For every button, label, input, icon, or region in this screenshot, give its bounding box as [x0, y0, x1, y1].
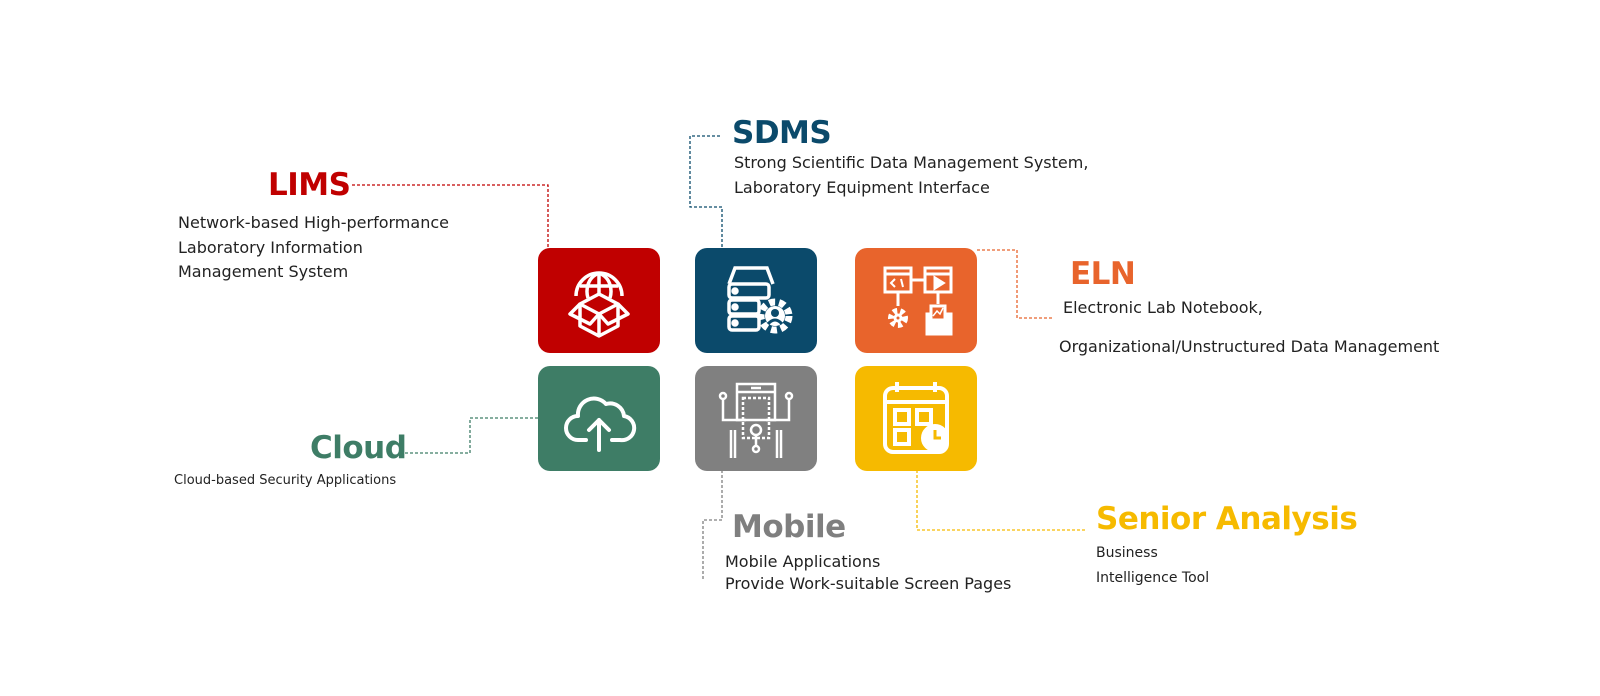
lims-desc-line: Network-based High-performance [178, 213, 449, 232]
globe-box-icon [568, 270, 630, 338]
eln-connector [977, 249, 1052, 319]
server-gear-icon [727, 265, 793, 333]
eln-desc-line: Organizational/Unstructured Data Managem… [1059, 336, 1440, 356]
senior-analysis-title: Senior Analysis [1096, 501, 1358, 537]
workflow-icon [883, 266, 953, 335]
mobile-desc-line: Provide Work-suitable Screen Pages [725, 574, 1012, 593]
eln-tile [855, 248, 977, 353]
lims-desc-line: Management System [178, 262, 349, 281]
mobile-connector [702, 470, 723, 580]
lims-description: Network-based High-performance Laborator… [178, 211, 449, 285]
senior-connector [916, 470, 1085, 531]
lims-title: LIMS [268, 167, 351, 203]
calendar-dashboard-icon [883, 381, 949, 454]
mobile-description: Mobile Applications Provide Work-suitabl… [725, 551, 1011, 595]
cloud-tile [538, 366, 660, 471]
lims-tile [538, 248, 660, 353]
sdms-description: Strong Scientific Data Management System… [734, 151, 1088, 200]
sdms-title: SDMS [732, 115, 832, 151]
eln-desc-line: Electronic Lab Notebook, [1063, 298, 1263, 317]
senior-analysis-description: Business Intelligence Tool [1096, 541, 1209, 590]
senior-desc-line: Intelligence Tool [1096, 569, 1210, 586]
sdms-desc-line: Strong Scientific Data Management System… [734, 153, 1089, 172]
cloud-upload-icon [564, 396, 637, 452]
mobile-title: Mobile [732, 509, 846, 545]
mobile-desc-line: Mobile Applications [725, 552, 881, 571]
eln-title: ELN [1070, 256, 1136, 292]
cloud-connector [405, 417, 538, 454]
sdms-connector [689, 135, 723, 248]
circuit-device-icon [718, 382, 794, 458]
sdms-tile [695, 248, 817, 353]
sdms-desc-line: Laboratory Equipment Interface [734, 177, 990, 197]
cloud-desc-line: Cloud-based Security Applications [174, 473, 397, 488]
mobile-tile [695, 366, 817, 471]
cloud-title: Cloud [310, 430, 407, 466]
senior-desc-line: Business [1096, 545, 1158, 561]
eln-description: Electronic Lab Notebook, Organizational/… [1059, 296, 1439, 359]
cloud-description: Cloud-based Security Applications [174, 469, 396, 494]
lims-desc-line: Laboratory Information [178, 237, 363, 257]
lims-connector [352, 184, 549, 248]
senior-analysis-tile [855, 366, 977, 471]
